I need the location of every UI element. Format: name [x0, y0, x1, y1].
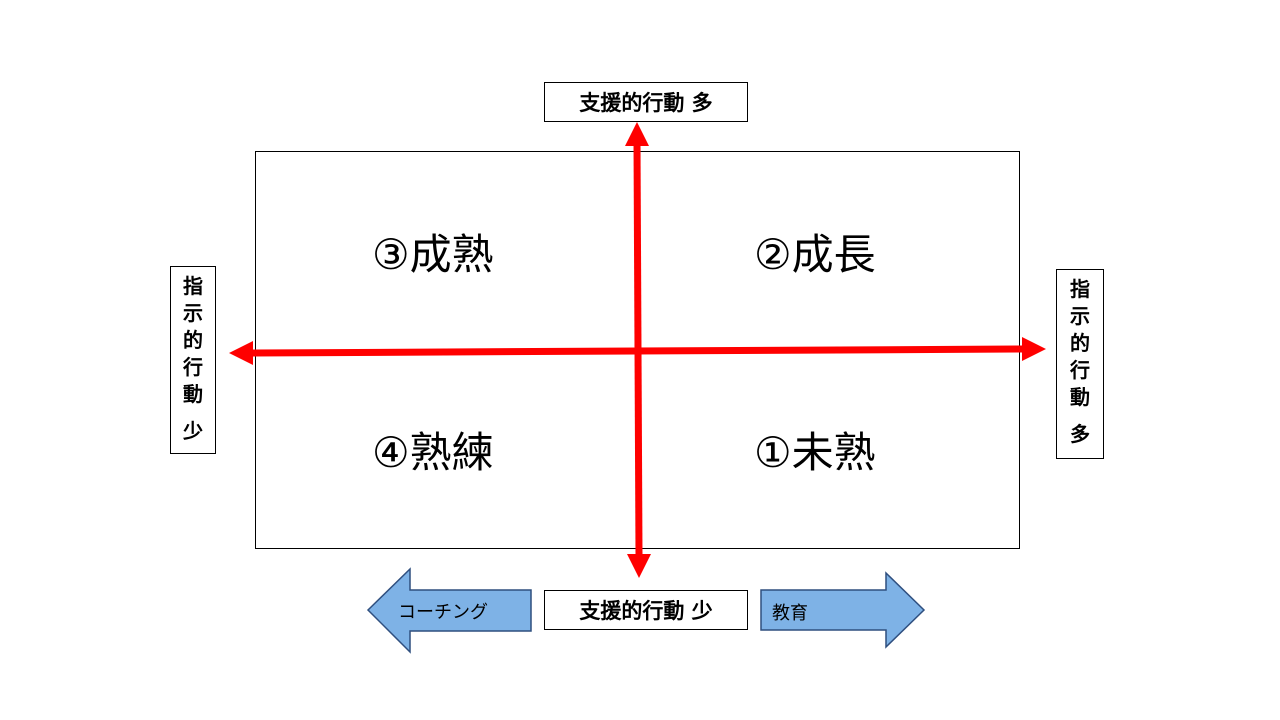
- right-axis-char: 多: [1070, 422, 1090, 446]
- left-axis-label: 指 示 的 行 動 少: [170, 266, 216, 454]
- education-label: 教育: [772, 603, 808, 624]
- right-axis-char: 行: [1070, 358, 1090, 382]
- education-block-arrow: [760, 571, 926, 649]
- left-axis-char: 行: [183, 355, 203, 379]
- right-axis-char: 示: [1070, 304, 1090, 328]
- left-axis-char: 的: [183, 328, 203, 352]
- right-axis-char: 的: [1070, 331, 1090, 355]
- quadrant-1-label: ①未熟: [754, 428, 876, 477]
- left-axis-char: 動: [183, 382, 203, 406]
- left-axis-char: 指: [183, 274, 203, 298]
- horizontal-axis-arrow: [229, 337, 1046, 365]
- left-axis-char: 少: [183, 419, 203, 443]
- quadrant-3-label: ③成熟: [372, 230, 494, 279]
- right-axis-char: 動: [1070, 385, 1090, 409]
- left-axis-char: 示: [183, 301, 203, 325]
- coaching-block-arrow: [366, 567, 532, 654]
- quadrant-2-label: ②成長: [754, 230, 876, 279]
- coaching-label: コーチング: [398, 602, 488, 623]
- quadrant-4-label: ④熟練: [372, 428, 494, 477]
- top-axis-label: 支援的行動 多: [544, 82, 748, 122]
- right-axis-label: 指 示 的 行 動 多: [1056, 269, 1104, 459]
- right-axis-char: 指: [1070, 277, 1090, 301]
- bottom-axis-label: 支援的行動 少: [544, 590, 748, 630]
